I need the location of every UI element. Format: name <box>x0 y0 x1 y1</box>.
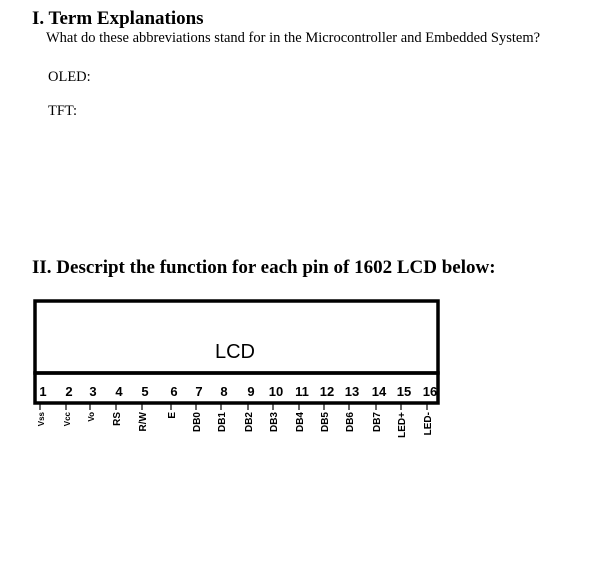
pin-number-13: 13 <box>345 384 359 399</box>
pin-name-5: R/W <box>138 411 149 431</box>
pin-name-12: DB5 <box>320 412 331 432</box>
term-tft: TFT: <box>48 103 78 119</box>
pin-name-8: DB1 <box>217 412 228 432</box>
pin-number-8: 8 <box>220 384 227 399</box>
pin-number-3: 3 <box>89 384 96 399</box>
pin-name-9: DB2 <box>244 412 255 432</box>
pin-name-7: DB0 <box>192 412 203 432</box>
pin-number-12: 12 <box>320 384 334 399</box>
pin-number-6: 6 <box>170 384 177 399</box>
pin-name-13: DB6 <box>345 412 356 432</box>
pin-name-3: Vo <box>87 412 96 422</box>
section-2-heading: II. Descript the function for each pin o… <box>32 257 496 278</box>
pin-names: Vss Vcc Vo RS R/W E DB0 DB1 DB2 DB3 DB4 DB5 DB6 DB7 LE… <box>37 403 434 438</box>
pin-name-1: Vss <box>37 411 46 426</box>
section-1-heading: I. Term Explanations <box>32 8 204 29</box>
pin-number-1: 1 <box>39 384 46 399</box>
pin-number-4: 4 <box>115 384 123 399</box>
pin-number-16: 16 <box>423 384 437 399</box>
question-text: What do these abbreviations stand for in… <box>46 30 541 46</box>
pin-number-15: 15 <box>397 384 411 399</box>
term-oled: OLED: <box>48 69 91 85</box>
pin-header-box <box>33 371 440 405</box>
pin-name-2: Vcc <box>63 411 72 426</box>
pin-name-16: LED- <box>423 412 434 435</box>
pin-name-10: DB3 <box>269 412 280 432</box>
pin-name-6: E <box>167 412 178 419</box>
pin-number-5: 5 <box>141 384 148 399</box>
pin-name-4: RS <box>112 412 123 426</box>
pin-number-14: 14 <box>372 384 387 399</box>
pin-number-11: 11 <box>295 384 309 399</box>
pin-name-11: DB4 <box>295 412 306 432</box>
lcd-label: LCD <box>215 341 255 363</box>
pin-name-14: DB7 <box>372 412 383 432</box>
pin-number-10: 10 <box>269 384 283 399</box>
pin-number-9: 9 <box>247 384 254 399</box>
pin-name-15: LED+ <box>397 412 408 438</box>
pin-number-2: 2 <box>65 384 72 399</box>
pin-number-7: 7 <box>195 384 202 399</box>
